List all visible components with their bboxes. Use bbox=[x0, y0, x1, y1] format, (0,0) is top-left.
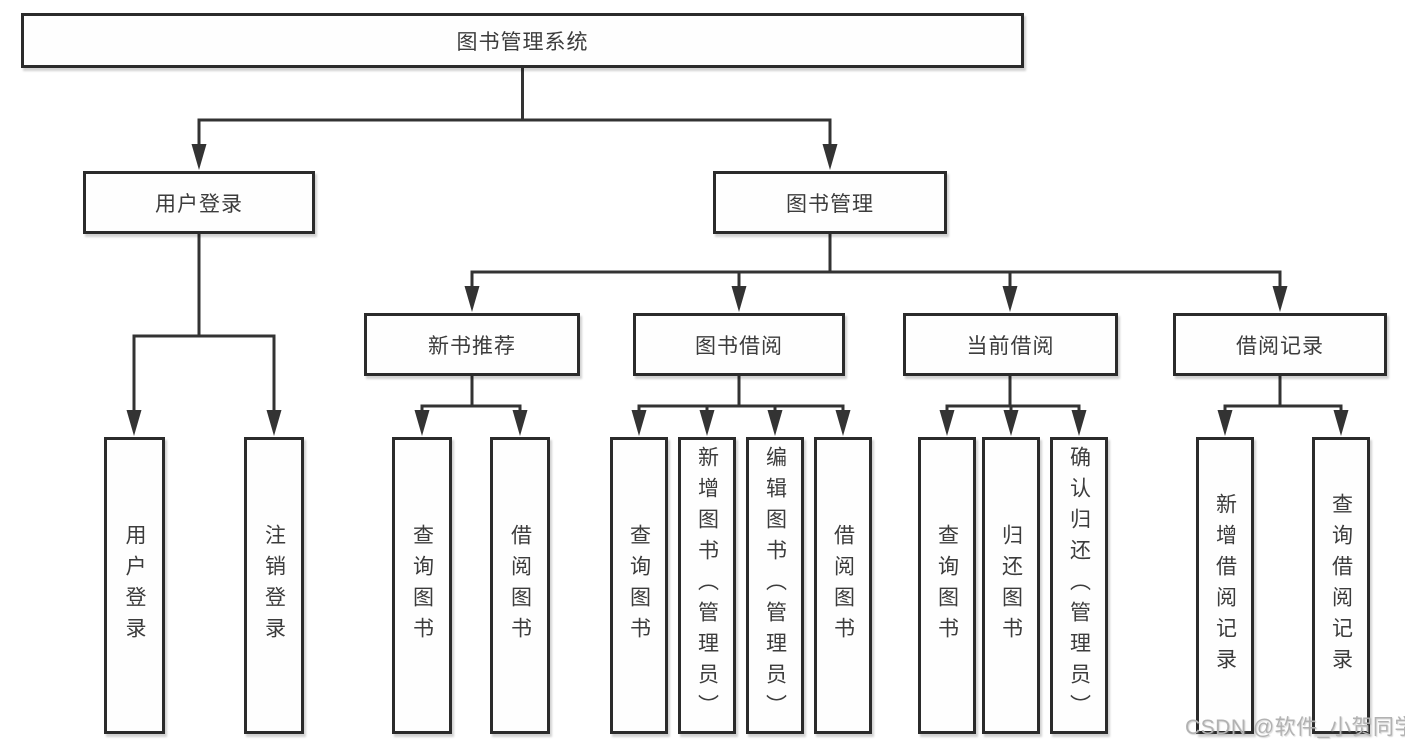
node-label: 查询借阅记录 bbox=[1329, 492, 1353, 679]
arrowhead bbox=[1071, 410, 1087, 436]
arrowhead bbox=[464, 286, 480, 312]
arrowhead bbox=[1003, 410, 1019, 436]
arrowheads bbox=[126, 144, 1349, 436]
node-label: 新增借阅记录 bbox=[1213, 492, 1237, 679]
node-label: 借阅图书 bbox=[508, 523, 532, 648]
leaf-logout: 注销登录 bbox=[244, 437, 304, 734]
node-label: 查询图书 bbox=[935, 523, 959, 648]
arrowhead bbox=[835, 410, 851, 436]
node-new-book-recommend: 新书推荐 bbox=[364, 313, 580, 376]
leaf-borrow-books-recommend: 借阅图书 bbox=[490, 437, 550, 734]
arrowhead bbox=[939, 410, 955, 436]
node-book-management: 图书管理 bbox=[713, 171, 947, 234]
node-label: 编辑图书（管理员） bbox=[763, 446, 787, 725]
leaf-add-books-admin: 新增图书（管理员） bbox=[678, 437, 736, 734]
node-label: 新书推荐 bbox=[428, 334, 516, 358]
leaf-query-books-recommend: 查询图书 bbox=[392, 437, 452, 734]
node-label: 图书管理 bbox=[786, 192, 874, 216]
arrowhead bbox=[191, 144, 207, 170]
node-label: 借阅记录 bbox=[1236, 334, 1324, 358]
arrowhead bbox=[1217, 410, 1233, 436]
node-borrow-records: 借阅记录 bbox=[1173, 313, 1387, 376]
arrowhead bbox=[414, 410, 430, 436]
leaf-user-login: 用户登录 bbox=[104, 437, 165, 734]
leaf-confirm-return-admin: 确认归还（管理员） bbox=[1050, 437, 1108, 734]
arrowhead bbox=[822, 144, 838, 170]
node-label: 当前借阅 bbox=[966, 334, 1055, 358]
arrowhead bbox=[631, 410, 647, 436]
node-label: 确认归还（管理员） bbox=[1067, 446, 1091, 725]
connector-newbook-to-leaves bbox=[420, 374, 522, 418]
leaf-borrow-books: 借阅图书 bbox=[814, 437, 872, 734]
arrowhead bbox=[1002, 286, 1018, 312]
node-label: 注销登录 bbox=[262, 523, 286, 648]
leaf-return-books: 归还图书 bbox=[982, 437, 1040, 734]
leaf-edit-books-admin: 编辑图书（管理员） bbox=[746, 437, 804, 734]
leaf-query-borrow-record: 查询借阅记录 bbox=[1312, 437, 1370, 734]
node-label: 查询图书 bbox=[410, 523, 434, 648]
connector-userlogin-to-leaves bbox=[132, 232, 276, 418]
leaf-query-books-current: 查询图书 bbox=[918, 437, 976, 734]
connector-borrowrecords-to-leaves bbox=[1223, 374, 1343, 418]
node-book-borrow: 图书借阅 bbox=[633, 313, 845, 376]
csdn-watermark: CSDN @软件_小贺同学 bbox=[1185, 716, 1405, 739]
node-label: 归还图书 bbox=[999, 523, 1023, 648]
connector-bookmgmt-to-level2 bbox=[470, 232, 1282, 294]
node-label: 新增图书（管理员） bbox=[695, 446, 719, 725]
arrowhead bbox=[512, 410, 528, 436]
node-current-borrow: 当前借阅 bbox=[903, 313, 1118, 376]
node-label: 查询图书 bbox=[627, 523, 651, 648]
arrowhead bbox=[1333, 410, 1349, 436]
node-label: 图书借阅 bbox=[695, 334, 783, 358]
node-library-management-system: 图书管理系统 bbox=[21, 13, 1024, 68]
connector-bookborrow-to-leaves bbox=[637, 374, 845, 418]
node-label: 图书管理系统 bbox=[456, 30, 589, 54]
leaf-add-borrow-record: 新增借阅记录 bbox=[1196, 437, 1254, 734]
arrowhead bbox=[1272, 286, 1288, 312]
connector-root-to-level1 bbox=[197, 66, 832, 152]
arrowhead bbox=[266, 410, 282, 436]
node-label: 用户登录 bbox=[155, 192, 243, 216]
node-label: 借阅图书 bbox=[831, 523, 855, 648]
node-user-login: 用户登录 bbox=[83, 171, 315, 234]
arrowhead bbox=[767, 410, 783, 436]
arrowhead bbox=[126, 410, 142, 436]
leaf-query-books-borrow: 查询图书 bbox=[610, 437, 668, 734]
arrowhead bbox=[731, 286, 747, 312]
arrowhead bbox=[699, 410, 715, 436]
node-label: 用户登录 bbox=[123, 523, 147, 648]
